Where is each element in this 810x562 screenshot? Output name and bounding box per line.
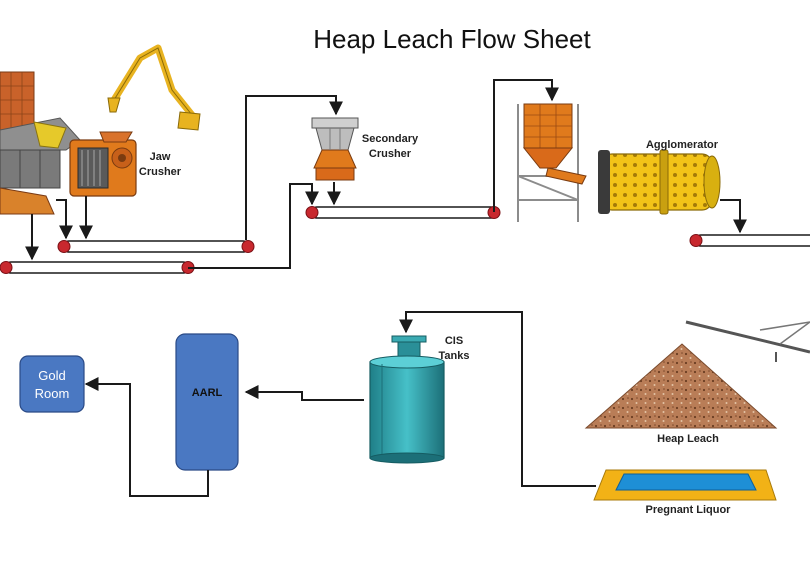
pregnant-liquor-label: Pregnant Liquor — [646, 504, 732, 516]
stacker-conveyor-icon — [685, 320, 810, 362]
flow-arrow-belt2-to-secondary-crusher — [245, 95, 343, 240]
flow-arrow-pond-to-cis-tanks — [399, 311, 596, 487]
cis-tanks-label-line-1: CIS — [445, 335, 463, 347]
jaw-crusher-label-line-2: Crusher — [139, 166, 182, 178]
agglomerator-label: Agglomerator — [646, 139, 719, 151]
conveyor-belt-1 — [0, 261, 195, 274]
storage-silo-icon — [517, 103, 587, 222]
jaw-crusher-icon — [69, 131, 137, 197]
excavator-icon — [107, 44, 201, 131]
flow-arrow-feeder-to-belt2 — [56, 199, 73, 240]
secondary-crusher-label-line-2: Crusher — [369, 148, 412, 160]
gold-room-label-line-2: Room — [35, 386, 70, 401]
conveyor-belt-4 — [689, 234, 810, 247]
flow-arrow-belt3-to-silo — [493, 79, 559, 212]
heap-leach-pile-icon — [584, 343, 778, 429]
flow-arrow-cis-to-aarl — [244, 385, 364, 401]
flow-arrow-aarl-to-gold-room — [84, 377, 209, 497]
jaw-crusher-label-line-1: Jaw — [150, 151, 171, 163]
primary-crushing-plant — [0, 71, 81, 215]
conveyor-belt-2 — [57, 240, 255, 253]
secondary-crusher-icon — [311, 117, 359, 181]
gold-room-box — [19, 355, 85, 413]
cis-tank-icon — [369, 335, 445, 464]
aarl-column — [175, 333, 239, 471]
flow-arrow-agglomerator-to-belt4 — [720, 199, 747, 234]
flow-arrow-belt1-to-belt3 — [188, 183, 319, 269]
heap-leach-label: Heap Leach — [657, 433, 719, 445]
pregnant-liquor-pond-icon — [593, 469, 777, 501]
diagram-title: Heap Leach Flow Sheet — [313, 24, 591, 54]
secondary-crusher-label-line-1: Secondary — [362, 133, 419, 145]
agglomerator-icon — [598, 149, 721, 215]
conveyor-belt-3 — [305, 206, 501, 219]
gold-room-label-line-1: Gold — [38, 368, 65, 383]
aarl-label: AARL — [192, 387, 223, 399]
cis-tanks-label-line-2: Tanks — [439, 350, 470, 362]
